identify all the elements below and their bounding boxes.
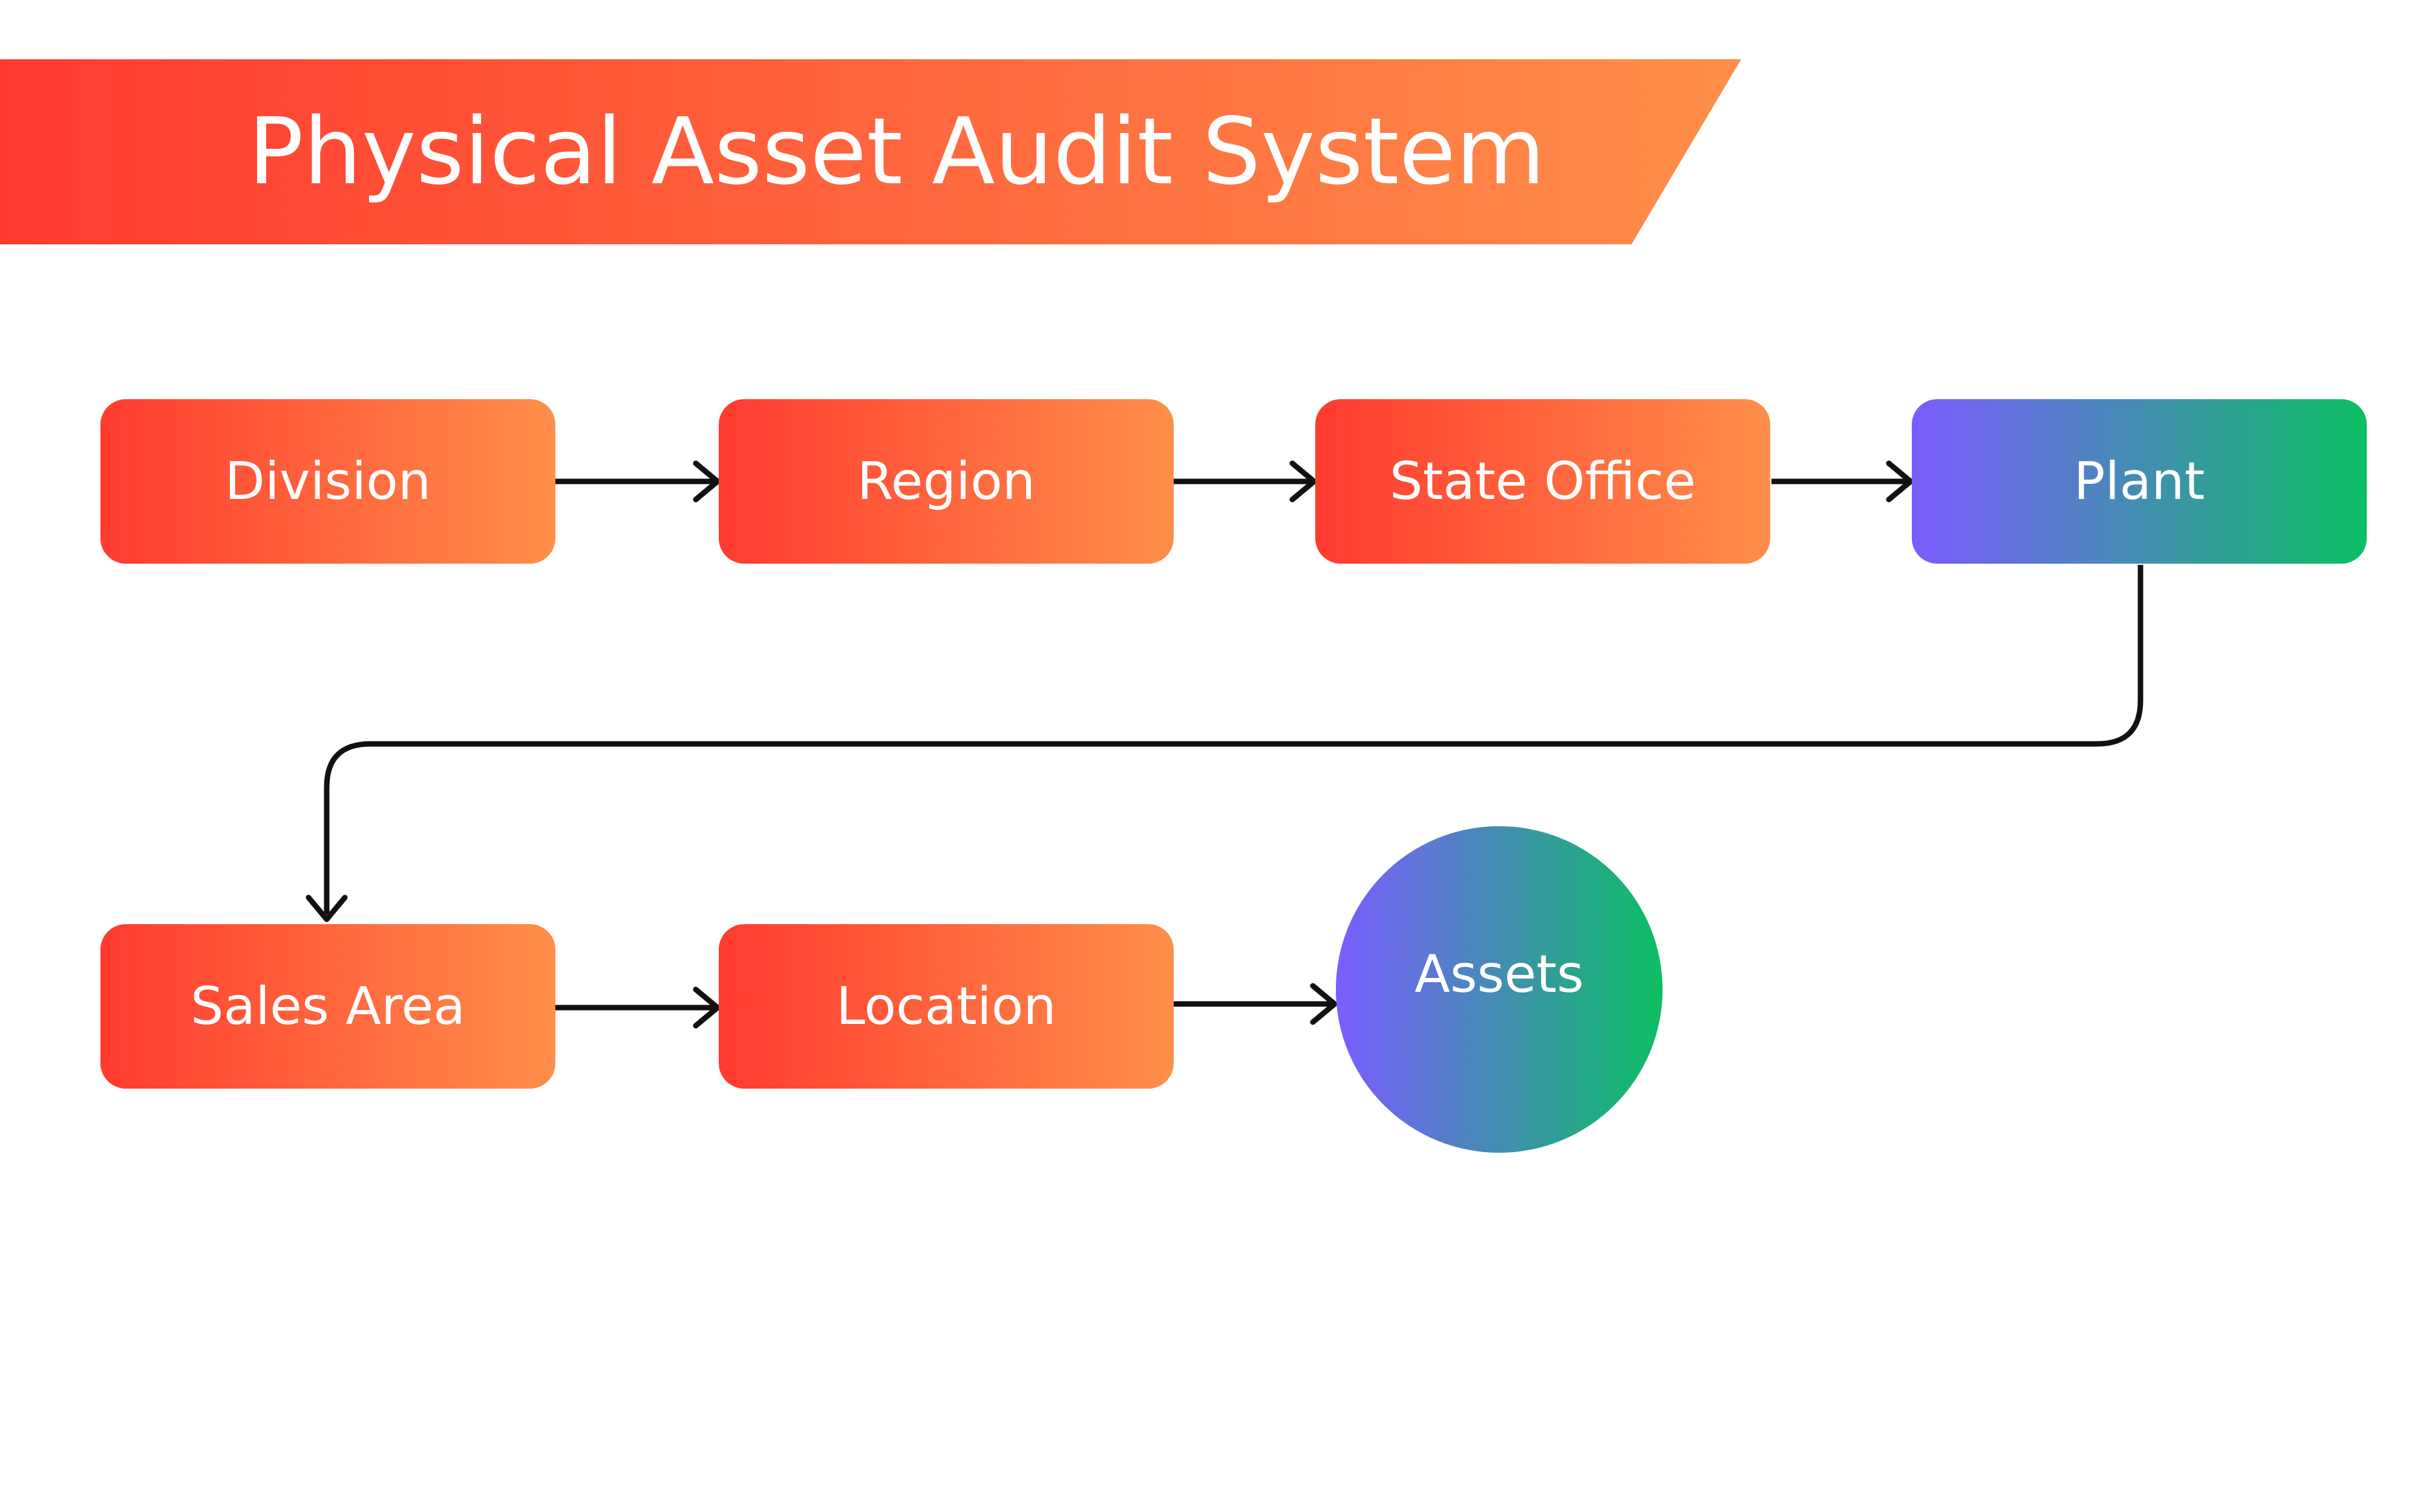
edge-division-region: [555, 460, 721, 503]
node-division: Division: [100, 399, 555, 564]
node-sales-area: Sales Area: [100, 924, 555, 1089]
node-label: Location: [836, 976, 1056, 1037]
arrowhead-icon: [306, 894, 348, 922]
node-label: State Office: [1389, 451, 1696, 512]
node-region: Region: [719, 399, 1174, 564]
arrowhead-icon: [693, 986, 721, 1029]
node-assets: Assets: [1336, 826, 1663, 1153]
arrowhead-icon: [1310, 983, 1338, 1025]
arrowhead-icon: [1289, 460, 1317, 503]
node-label: Assets: [1414, 944, 1584, 1005]
page-title: Physical Asset Audit System: [248, 98, 1546, 205]
arrowhead-icon: [1886, 460, 1914, 503]
edge-state-office-plant: [1771, 460, 1914, 503]
edge-location-assets: [1174, 983, 1338, 1025]
edge-plant-sales-area: [306, 565, 2144, 922]
node-location: Location: [719, 924, 1174, 1089]
edge-region-state-office: [1174, 460, 1317, 503]
node-label: Sales Area: [190, 976, 466, 1037]
title-banner: [0, 59, 1741, 244]
node-label: Plant: [2073, 451, 2205, 512]
node-plant: Plant: [1912, 399, 2367, 564]
node-state-office: State Office: [1315, 399, 1770, 564]
arrowhead-icon: [693, 460, 721, 503]
node-label: Division: [224, 451, 431, 512]
node-label: Region: [857, 451, 1036, 512]
edge-sales-area-location: [555, 986, 721, 1029]
